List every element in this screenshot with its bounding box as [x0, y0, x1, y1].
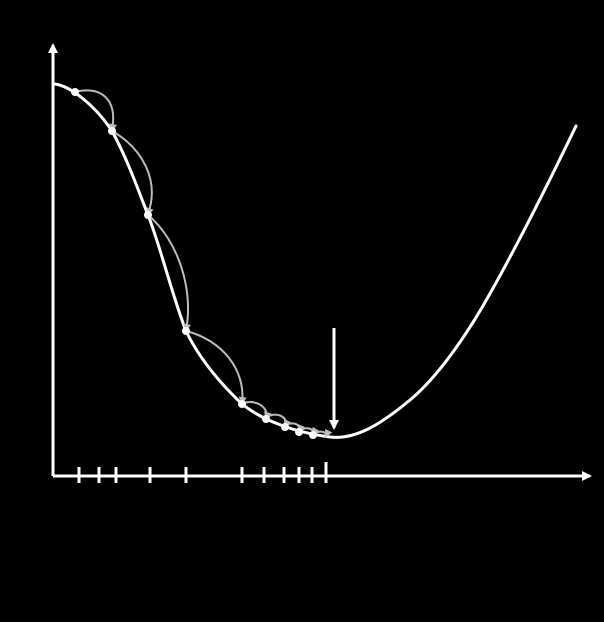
label-box-4	[262, 298, 402, 328]
descent-point	[71, 88, 79, 96]
descent-point	[309, 431, 317, 439]
loss-curve	[53, 82, 578, 439]
step-arrow	[74, 89, 118, 132]
step-arrow	[185, 330, 247, 405]
descent-point	[144, 211, 152, 219]
descent-point	[295, 428, 303, 436]
descent-point	[238, 400, 246, 408]
descent-point	[108, 127, 116, 135]
label-box-2	[160, 138, 288, 174]
step-arrow	[147, 214, 192, 332]
descent-point	[182, 327, 190, 335]
step-arrow	[111, 130, 154, 216]
label-box-3	[198, 240, 302, 270]
label-box-top	[108, 2, 226, 60]
descent-point	[262, 415, 270, 423]
descent-point	[281, 423, 289, 431]
